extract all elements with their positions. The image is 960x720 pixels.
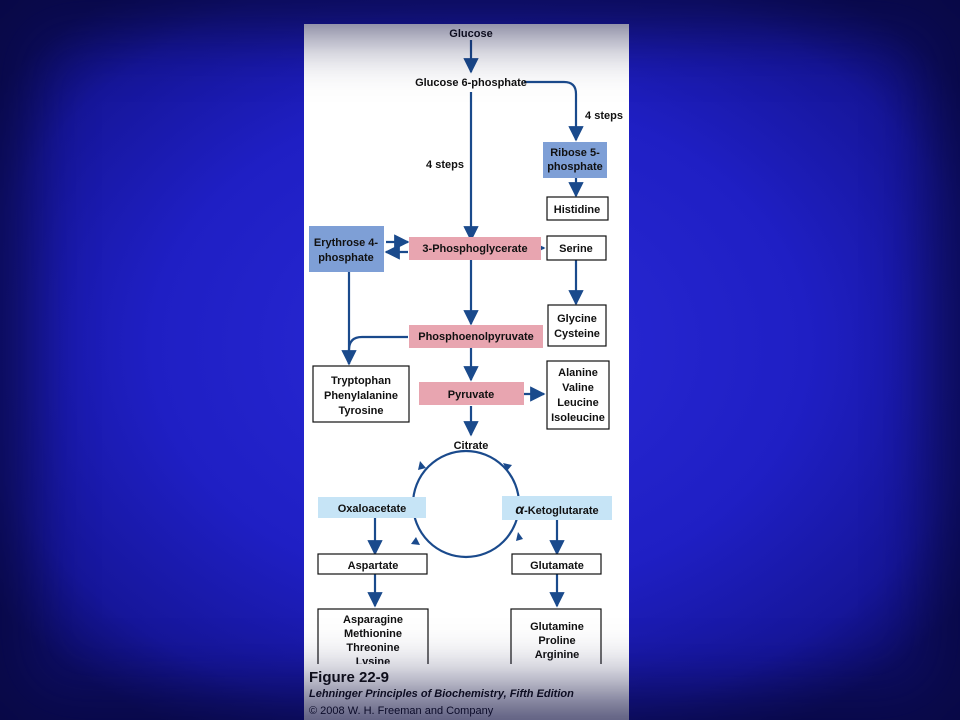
label-histidine: Histidine <box>554 204 600 216</box>
figure-panel: Glucose Glucose 6-phosphate 4 steps 4 st… <box>304 24 629 720</box>
glutamate-box <box>511 553 602 575</box>
label-steps-main: 4 steps <box>426 159 464 171</box>
aspartate-family-box <box>317 608 429 664</box>
label-cysteine: Cysteine <box>554 328 600 340</box>
label-arginine: Arginine <box>535 649 580 661</box>
label-aspartate: Aspartate <box>348 560 399 572</box>
cycle-arrowhead-top-left <box>418 461 426 470</box>
label-serine: Serine <box>559 243 593 255</box>
label-lysine: Lysine <box>356 656 390 664</box>
ribose-box <box>543 142 607 178</box>
label-alpha-symbol: α <box>515 501 525 517</box>
erythrose-box <box>309 226 384 272</box>
pathway-diagram: Glucose Glucose 6-phosphate 4 steps 4 st… <box>309 28 623 664</box>
label-citrate: Citrate <box>454 440 489 452</box>
label-oxaloacetate: Oxaloacetate <box>338 503 406 515</box>
arrow-pep-aromatic <box>347 335 408 364</box>
label-glucose: Glucose <box>449 28 492 40</box>
cycle-arrowhead-top-right <box>503 463 512 471</box>
pathway-arrows <box>341 40 584 608</box>
oxaloacetate-box <box>318 497 426 518</box>
ketoglutarate-box <box>502 496 612 520</box>
pyruvate-box <box>419 382 524 405</box>
phosphoglycerate-box <box>409 237 541 260</box>
node-labels: Glucose Glucose 6-phosphate 4 steps 4 st… <box>314 28 623 664</box>
cycle-arrowheads <box>411 461 523 545</box>
label-valine: Valine <box>562 382 594 394</box>
cycle-arrowhead-bottom-left <box>411 537 420 545</box>
label-leucine: Leucine <box>557 397 599 409</box>
serine-box <box>546 235 607 261</box>
label-phosphoglycerate: 3-Phosphoglycerate <box>422 243 527 255</box>
aromatic-box <box>312 365 410 423</box>
glutamate-family-box <box>510 608 602 664</box>
node-boxes <box>309 142 612 664</box>
branched-box <box>546 360 610 430</box>
label-asparagine: Asparagine <box>343 614 403 626</box>
label-isoleucine: Isoleucine <box>551 412 605 424</box>
label-ribose-line2: phosphate <box>547 161 603 173</box>
label-methionine: Methionine <box>344 628 402 640</box>
label-tryptophan: Tryptophan <box>331 375 391 387</box>
label-proline: Proline <box>538 635 575 647</box>
label-ketoglutarate-text: -Ketoglutarate <box>524 505 599 517</box>
label-pep: Phosphoenolpyruvate <box>418 331 534 343</box>
label-glycine: Glycine <box>557 313 597 325</box>
glycine-cysteine-box <box>547 304 607 347</box>
label-erythrose-line1: Erythrose 4- <box>314 237 379 249</box>
figure-source: Lehninger Principles of Biochemistry, Fi… <box>309 688 574 700</box>
label-alanine: Alanine <box>558 367 598 379</box>
arrow-g6p-ribose <box>524 80 584 142</box>
label-steps-ribose: 4 steps <box>585 110 623 122</box>
label-threonine: Threonine <box>346 642 399 654</box>
label-phenylalanine: Phenylalanine <box>324 390 398 402</box>
figure-title: Figure 22-9 <box>309 669 390 686</box>
figure-copyright: © 2008 W. H. Freeman and Company <box>309 705 494 717</box>
label-glutamate: Glutamate <box>530 560 584 572</box>
label-ketoglutarate: α-Ketoglutarate <box>515 501 598 517</box>
aspartate-box <box>317 553 428 575</box>
label-glutamine: Glutamine <box>530 621 584 633</box>
label-pyruvate: Pyruvate <box>448 389 494 401</box>
label-glucose-6-phosphate: Glucose 6-phosphate <box>415 77 527 89</box>
pep-box <box>409 325 543 348</box>
histidine-box <box>546 196 609 221</box>
label-tyrosine: Tyrosine <box>338 405 383 417</box>
cycle-arrowhead-bottom-right <box>516 532 523 541</box>
label-ribose-line1: Ribose 5- <box>550 147 600 159</box>
label-erythrose-line2: phosphate <box>318 252 374 264</box>
